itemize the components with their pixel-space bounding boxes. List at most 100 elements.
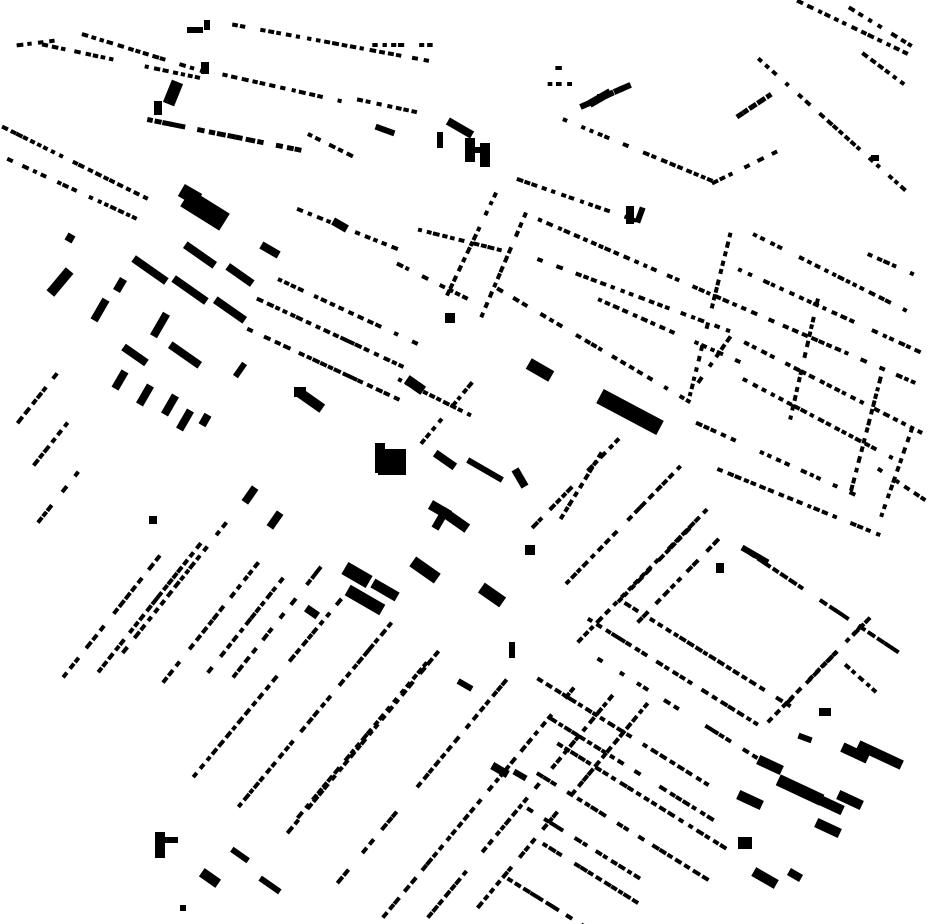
building [369, 47, 377, 54]
building [566, 499, 574, 507]
building [423, 57, 430, 63]
building [184, 568, 191, 575]
building [603, 537, 612, 546]
building [734, 358, 742, 364]
building [575, 567, 583, 574]
building [437, 417, 444, 424]
building [663, 385, 669, 391]
building [857, 675, 865, 683]
building [337, 305, 345, 312]
building [603, 880, 612, 888]
building [96, 666, 104, 674]
building [650, 153, 657, 160]
building [612, 600, 619, 607]
building [612, 250, 620, 257]
building [691, 376, 697, 382]
building [869, 408, 875, 415]
building [608, 753, 616, 761]
building [741, 107, 750, 115]
building [808, 412, 815, 419]
building [84, 640, 93, 650]
building [625, 732, 633, 739]
building [42, 145, 49, 151]
building [637, 295, 646, 302]
building [583, 801, 591, 808]
building [427, 767, 435, 775]
building [717, 732, 726, 740]
building [109, 204, 118, 212]
building [589, 552, 597, 560]
building [702, 780, 710, 787]
building [643, 566, 653, 576]
building [48, 38, 55, 44]
building [642, 150, 651, 157]
building [698, 287, 706, 294]
building [831, 271, 837, 278]
building [393, 395, 401, 402]
building [331, 217, 349, 233]
building [664, 626, 673, 634]
building [615, 726, 625, 734]
building [375, 386, 384, 394]
building [866, 418, 872, 426]
building [112, 607, 120, 615]
building [396, 261, 404, 269]
building [433, 759, 441, 768]
building [278, 612, 286, 620]
building [362, 649, 370, 658]
building [849, 394, 857, 401]
building [656, 621, 664, 629]
building [258, 875, 282, 895]
building [610, 858, 619, 867]
building [437, 843, 445, 852]
building [586, 739, 593, 746]
building [121, 645, 129, 655]
building [735, 110, 745, 120]
building [480, 845, 488, 854]
building [646, 375, 654, 382]
building [619, 288, 626, 294]
building [675, 576, 683, 583]
building [1, 124, 9, 132]
building [719, 343, 727, 351]
building [606, 693, 615, 702]
building [461, 256, 467, 263]
building [270, 585, 278, 593]
building [574, 333, 583, 340]
building [322, 327, 331, 335]
building [637, 834, 646, 842]
building [658, 753, 668, 761]
building [796, 376, 802, 383]
building [252, 79, 259, 85]
building [674, 794, 683, 802]
building [866, 252, 874, 258]
building [375, 443, 385, 473]
building [304, 802, 311, 810]
building [543, 817, 551, 824]
building [624, 721, 633, 731]
building [876, 37, 883, 44]
building [344, 671, 352, 679]
building [741, 377, 749, 383]
building [881, 503, 888, 510]
building [718, 175, 726, 182]
building [566, 790, 575, 798]
building [808, 373, 816, 380]
building [274, 339, 282, 347]
building [254, 605, 262, 614]
building [247, 569, 254, 577]
building [259, 600, 266, 608]
building [466, 381, 474, 389]
building [61, 671, 69, 679]
building [337, 147, 344, 154]
building [812, 301, 820, 308]
building [493, 777, 501, 784]
building [751, 382, 759, 389]
building [555, 82, 562, 86]
building [365, 99, 371, 105]
building [416, 667, 424, 675]
building [187, 642, 196, 651]
building [182, 241, 218, 269]
building [390, 244, 399, 252]
building [289, 597, 298, 606]
